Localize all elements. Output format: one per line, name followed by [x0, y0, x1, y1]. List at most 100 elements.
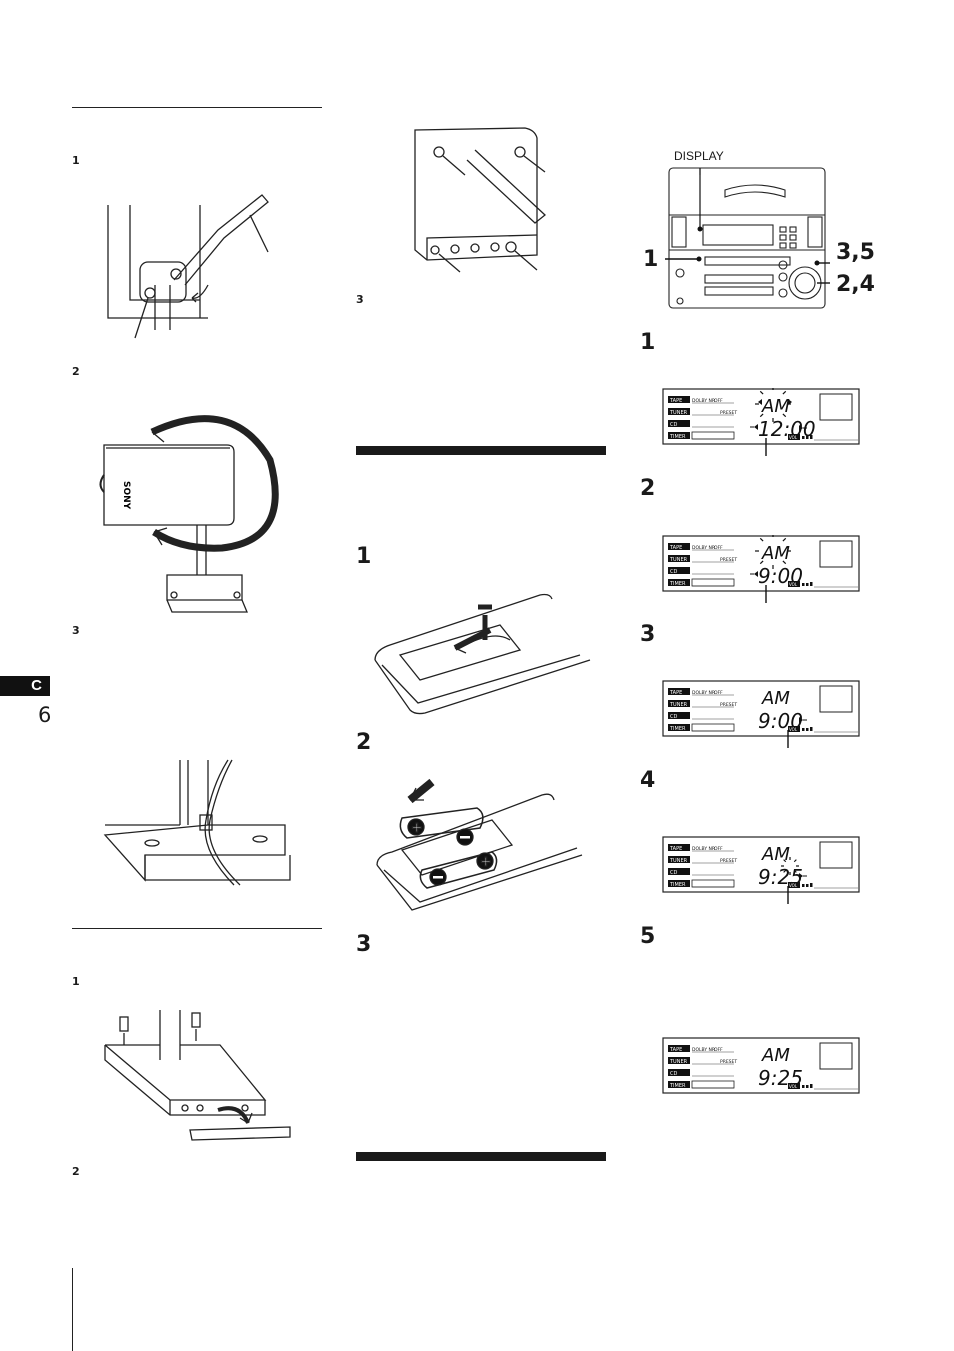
lcd-vol-label: VOL: [789, 727, 798, 732]
step-number-large: 4: [640, 768, 656, 793]
lcd-preset-label: PRESET: [720, 557, 737, 563]
lcd-vol-label: VOL: [789, 582, 798, 587]
lcd-tag-label: TUNER: [669, 1059, 688, 1065]
lcd-tag: [668, 543, 690, 550]
lcd-tag-label: TAPE: [669, 690, 682, 696]
lcd-blink-rays: [750, 388, 807, 431]
page-number: 6: [38, 703, 52, 727]
step-number-large: 3: [356, 932, 372, 957]
callout-1: 1: [643, 247, 659, 272]
cable-routing-illustration: [103, 759, 291, 886]
lcd-tag: [668, 724, 690, 731]
speaker-stand-wrench-illustration: [107, 194, 269, 339]
lcd-ampm: AM: [761, 396, 790, 417]
lcd-tag: [668, 432, 690, 439]
lcd-tag-label: TAPE: [669, 545, 682, 551]
lcd-tag-label: TUNER: [669, 410, 688, 416]
lcd-dolby-label: DOLBY NR: [692, 1047, 715, 1053]
remote-battery-cover-illustration: [374, 593, 591, 715]
lcd-preset-label: PRESET: [720, 858, 737, 864]
svg-text:+: +: [480, 854, 492, 870]
lcd-tag: [668, 1069, 690, 1076]
lcd-off-label: OFF: [714, 398, 723, 404]
lcd-dolby-label: DOLBY NR: [692, 545, 715, 551]
lcd-off-label: OFF: [714, 846, 723, 852]
lcd-tag: [668, 408, 690, 415]
lcd-tag: [668, 688, 690, 695]
lcd-tag-label: TIMER: [669, 882, 686, 888]
lcd-tag-label: TAPE: [669, 846, 682, 852]
lcd-tag-label: TUNER: [669, 702, 688, 708]
lcd-blink-rays: [781, 857, 807, 879]
lcd-tag: [668, 1057, 690, 1064]
step-number-large: 1: [640, 330, 656, 355]
top-rule-left: [72, 107, 322, 108]
lcd-tag: [668, 844, 690, 851]
lcd-tag-label: CD: [670, 870, 677, 876]
lcd-tag-label: TIMER: [669, 434, 686, 440]
lcd-vol-label: VOL: [789, 1084, 798, 1089]
lcd-preset-label: PRESET: [720, 1059, 737, 1065]
lcd-dolby-label: DOLBY NR: [692, 846, 715, 852]
lcd-tag: [668, 880, 690, 887]
lcd-tag: [668, 868, 690, 875]
lcd-tag: [668, 700, 690, 707]
stand-base-cover-illustration: [104, 1010, 291, 1141]
lcd-off-label: OFF: [714, 545, 723, 551]
step-number: 2: [72, 1165, 80, 1178]
lcd-tag: [668, 420, 690, 427]
step-number-large: 3: [640, 622, 656, 647]
lcd-tag: [668, 555, 690, 562]
remote-battery-insert-illustration: + +: [376, 778, 583, 911]
step-number-large: 5: [640, 924, 656, 949]
lcd-tag: [668, 1081, 690, 1088]
lcd-tag-label: TIMER: [669, 581, 686, 587]
lcd-ampm: AM: [761, 543, 790, 564]
lcd-preset-label: PRESET: [720, 410, 737, 416]
lcd-tag-label: TIMER: [669, 1083, 686, 1089]
lcd-tag: [668, 856, 690, 863]
lcd-tag: [668, 567, 690, 574]
lcd-ampm: AM: [761, 1045, 790, 1066]
callout-3-5: 3,5: [836, 240, 875, 265]
svg-text:+: +: [411, 820, 423, 836]
lcd-tag-label: CD: [670, 714, 677, 720]
lcd-off-label: OFF: [714, 690, 723, 696]
section-bar-top: [356, 446, 606, 455]
lcd-preset-label: PRESET: [720, 702, 737, 708]
step-number-large: 2: [640, 476, 656, 501]
lcd-off-label: OFF: [714, 1047, 723, 1053]
lcd-tag-label: TUNER: [669, 557, 688, 563]
step-number: 1: [72, 975, 80, 988]
lcd-tag-label: TAPE: [669, 398, 682, 404]
middle-rule-left: [72, 928, 322, 929]
step-number-large: 2: [356, 730, 372, 755]
lcd-dolby-label: DOLBY NR: [692, 690, 715, 696]
lcd-tag-label: CD: [670, 569, 677, 575]
lcd-ampm: AM: [761, 844, 790, 865]
stereo-unit-illustration: [665, 167, 830, 309]
section-bar-bottom: [356, 1152, 606, 1161]
lcd-tag: [668, 396, 690, 403]
step-number: 2: [72, 365, 80, 378]
step-number: 3: [356, 293, 364, 306]
lcd-tag-label: TAPE: [669, 1047, 682, 1053]
lcd-vol-label: VOL: [789, 883, 798, 888]
step-number: 1: [72, 154, 80, 167]
lcd-blink-rays: [799, 717, 807, 723]
lcd-vol-label: VOL: [789, 435, 798, 440]
lcd-tag-label: CD: [670, 1071, 677, 1077]
lcd-tag: [668, 712, 690, 719]
step-number-large: 1: [356, 544, 372, 569]
lcd-tag: [668, 579, 690, 586]
lcd-tag: [668, 1045, 690, 1052]
lcd-tag-label: CD: [670, 422, 677, 428]
sony-logo-text: SONY: [121, 481, 131, 510]
lcd-ampm: AM: [761, 688, 790, 709]
step-number: 3: [72, 624, 80, 637]
